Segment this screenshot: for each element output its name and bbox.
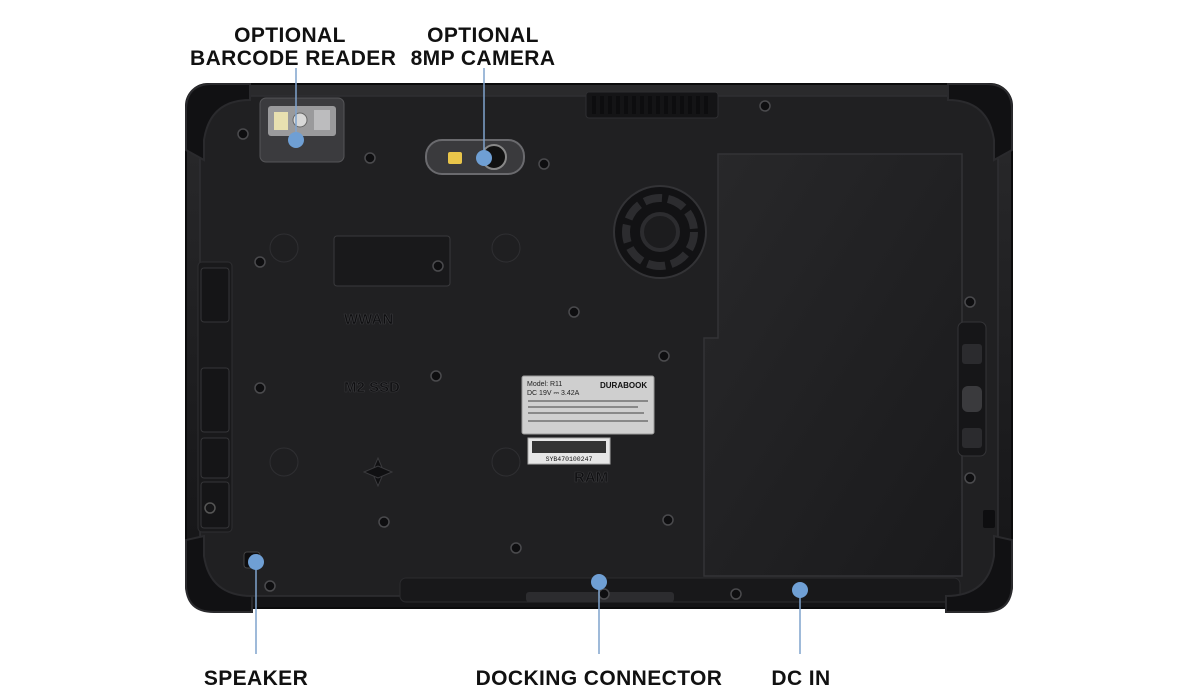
model-text: Model: R11 — [527, 381, 562, 388]
wwan-emboss: WWAN — [344, 311, 393, 328]
side-buttons — [957, 321, 995, 528]
brand-text: DURABOOK — [600, 381, 647, 390]
top-vent — [585, 91, 719, 119]
dcin-callout-dot — [792, 582, 808, 598]
wwan-cover — [333, 235, 451, 287]
camera-label-line-1: OPTIONAL — [427, 24, 539, 47]
barcode-reader-label: OPTIONAL BARCODE READER — [190, 24, 397, 70]
side-ports — [197, 261, 233, 533]
ram-emboss: RAM — [574, 469, 608, 486]
camera-label: OPTIONAL 8MP CAMERA — [400, 24, 566, 70]
speaker-callout-dot — [248, 554, 264, 570]
camera-label-line-2: 8MP CAMERA — [410, 47, 556, 70]
rating-text: DC 19V ⎓ 3.42A — [527, 390, 580, 397]
barcode-reader-module — [259, 97, 345, 163]
camera-callout-dot — [476, 150, 492, 166]
barcode-label-line-2: BARCODE READER — [190, 47, 397, 70]
corner-bumpers — [185, 83, 1013, 613]
speaker-label: SPEAKER — [196, 667, 316, 690]
dc-in-label: DC IN — [746, 667, 856, 690]
serial-text: SYB470100247 — [546, 456, 593, 463]
docking-connector-label: DOCKING CONNECTOR — [470, 667, 728, 690]
embossed-labels: WWAN M2 SSD RAM — [344, 311, 609, 487]
m2-ssd-emboss: M2 SSD — [344, 379, 400, 396]
speaker-label-line-1: SPEAKER — [203, 667, 309, 690]
docking-callout-dot — [591, 574, 607, 590]
compass-emboss — [362, 456, 394, 488]
serial-barcode: SYB470100247 — [527, 437, 611, 465]
molded-bumps — [269, 233, 521, 477]
battery-cover — [703, 153, 963, 577]
barcode-label-line-1: OPTIONAL — [234, 24, 346, 47]
screws — [237, 100, 976, 600]
fan-grille — [613, 185, 707, 279]
camera-module — [425, 139, 525, 175]
docking-label-line-1: DOCKING CONNECTOR — [475, 667, 723, 690]
regulatory-label: Model: R11 DC 19V ⎓ 3.42A DURABOOK — [521, 375, 655, 435]
barcode-callout-dot — [288, 132, 304, 148]
dcin-label-line-1: DC IN — [771, 667, 831, 690]
callout-markers — [248, 68, 808, 654]
